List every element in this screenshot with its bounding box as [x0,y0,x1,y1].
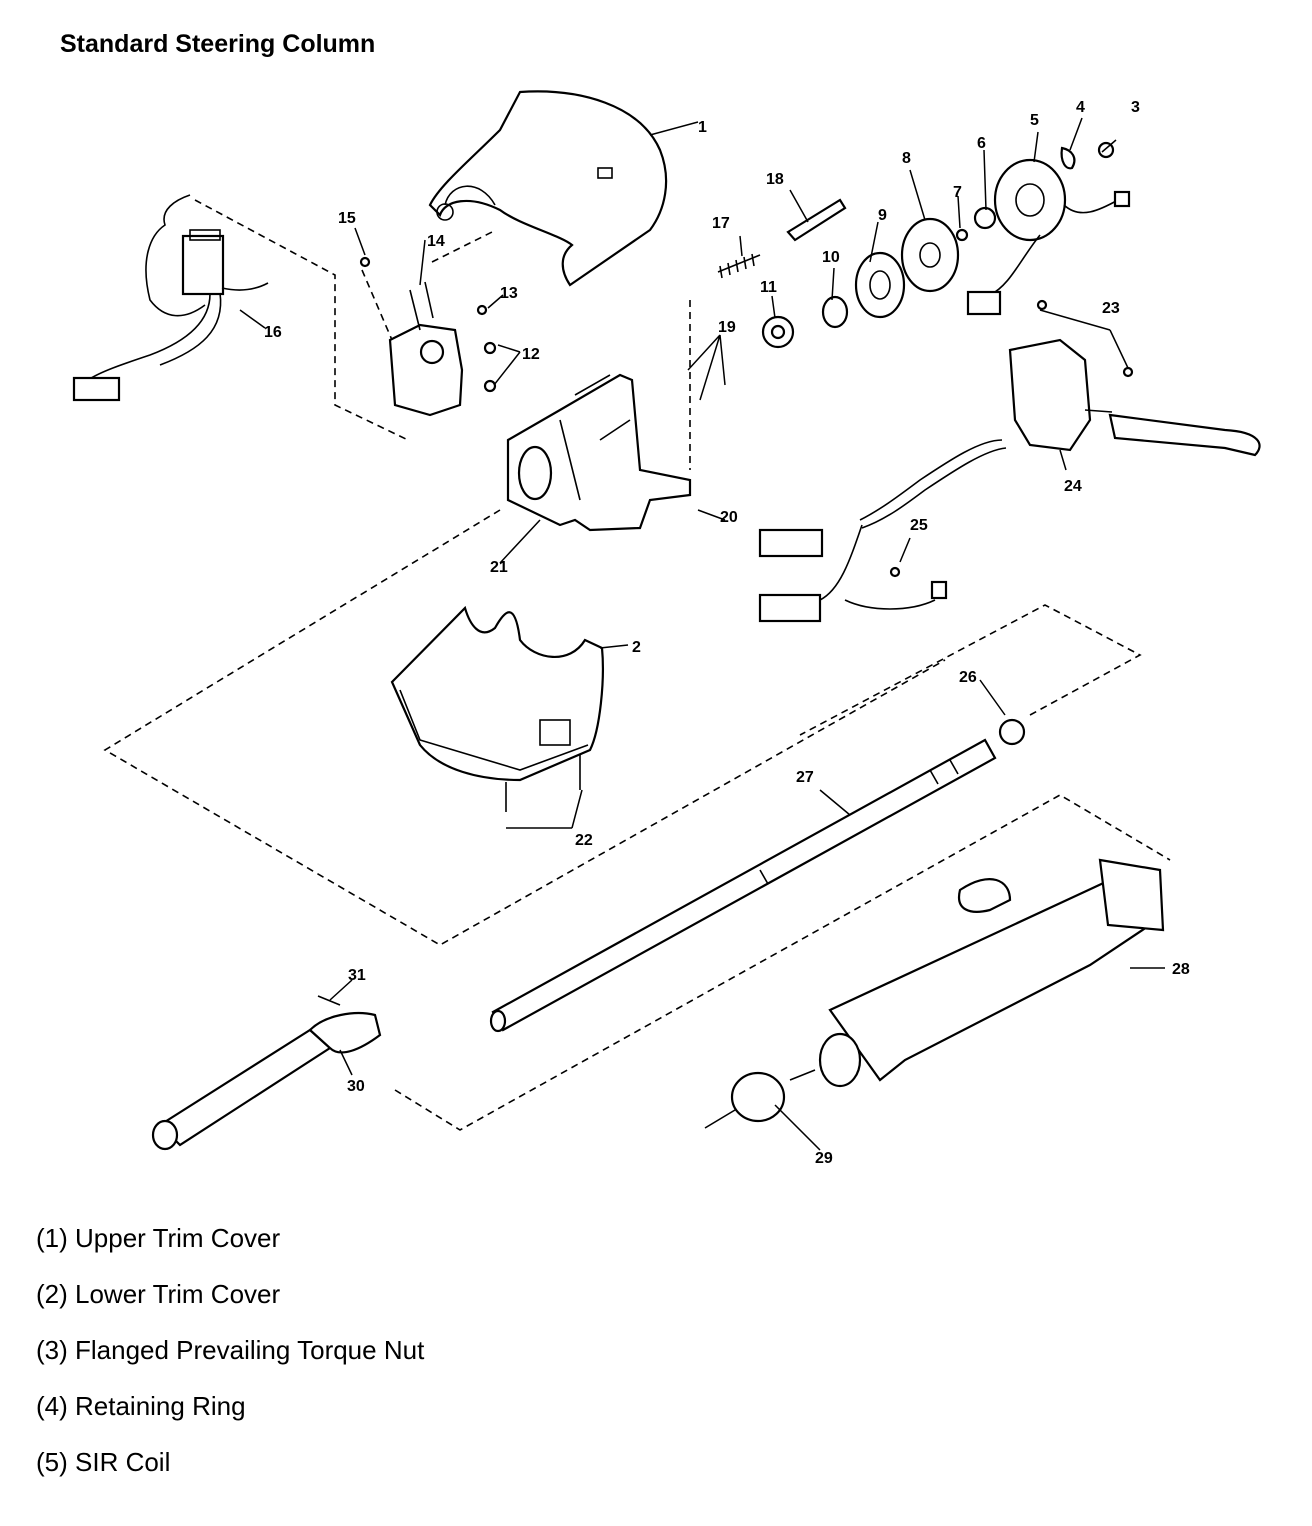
intermediate-shaft [151,995,382,1151]
exploded-view-diagram: 1 2 3 4 5 6 7 8 9 10 11 12 13 14 15 16 1… [72,90,1261,1167]
callout-labels: 1 2 3 4 5 6 7 8 9 10 11 12 13 14 15 16 1… [264,99,1190,1167]
callout-label: 23 [1102,300,1120,317]
column-jacket [704,858,1165,1129]
callout-label: 29 [815,1150,833,1167]
upper-trim-cover [428,90,668,287]
callout-label: 25 [910,517,928,534]
callout-label: 28 [1172,961,1190,978]
legend-item: (5) SIR Coil [36,1447,171,1477]
callout-label: 16 [264,324,282,341]
callout-label: 19 [718,319,736,336]
callout-label: 9 [878,207,887,224]
callout-label: 31 [348,967,366,984]
spring-and-pin [689,198,847,470]
lower-trim-cover [390,605,604,812]
parts-legend: (1) Upper Trim Cover (2) Lower Trim Cove… [36,1218,424,1498]
callout-label: 8 [902,150,911,167]
callout-label: 24 [1064,478,1082,495]
callout-label: 7 [953,184,962,201]
steering-shaft [394,604,1171,1131]
lock-housing [359,230,497,417]
callout-label: 13 [500,285,518,302]
legend-item: (3) Flanged Prevailing Torque Nut [36,1335,425,1365]
switch-assembly [859,299,1261,529]
callout-label: 10 [822,249,840,266]
callout-label: 2 [632,639,641,656]
callout-label: 6 [977,135,986,152]
leader-lines [239,117,1165,1151]
callout-label: 11 [760,279,777,296]
callout-label: 27 [796,769,814,786]
callout-label: 18 [766,171,784,188]
legend-item: (2) Lower Trim Cover [36,1279,281,1309]
callout-label: 20 [720,509,738,526]
callout-label: 22 [575,832,593,849]
legend-item: (4) Retaining Ring [36,1391,246,1421]
callout-label: 12 [522,346,540,363]
callout-label: 21 [490,559,508,576]
diagram-title: Standard Steering Column [60,30,376,58]
callout-label: 1 [698,119,707,136]
legend-item: (1) Upper Trim Cover [36,1223,281,1253]
wire-harness [758,524,948,623]
bearing-stack [761,217,960,349]
sir-coil [955,141,1131,316]
callout-label: 30 [347,1078,365,1095]
callout-label: 5 [1030,112,1039,129]
column-housing [103,373,946,946]
connector-module [72,194,409,441]
callout-label: 26 [959,669,977,686]
callout-label: 4 [1076,99,1085,116]
callout-label: 17 [712,215,730,232]
callout-label: 14 [427,233,445,250]
callout-label: 15 [338,210,356,227]
callout-label: 3 [1131,99,1140,116]
